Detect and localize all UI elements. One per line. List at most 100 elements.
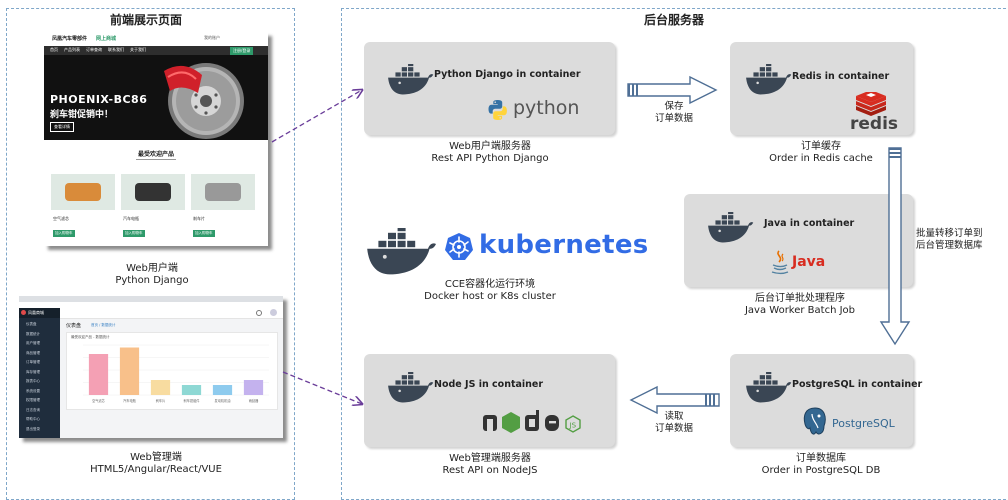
python-logo-icon [488,100,507,120]
site-nav-item[interactable]: 联系我们 [108,47,124,52]
nodejs-container-box: Node JS in container JS [364,354,615,447]
kubernetes-logo-text: kubernetes [479,230,649,260]
product-card[interactable]: 空气滤芯加入购物车 [51,174,115,246]
web-user-caption: Web用户端 Python Django [115,263,189,286]
nodejs-container-title: Node JS in container [434,379,544,390]
site-nav-item[interactable]: 关于我们 [130,47,146,52]
site-nav-item[interactable]: 首页 [50,47,58,52]
svg-text:JS: JS [569,422,577,430]
register-button[interactable]: 注册/登录 [230,47,254,55]
django-container-box: Python Django in container python [364,42,615,135]
product-image [191,174,255,210]
chart-bar [150,380,171,395]
redis-container-title: Redis in container [792,71,890,82]
admin-menu-item[interactable]: 库存管理 [26,369,40,374]
redis-logo-text: redis [850,114,899,134]
docker-icon [386,370,434,408]
admin-page-title: 仪表盘 [66,323,82,329]
site-name: 凤凰汽车零部件 [52,36,88,42]
hero-subtitle: 刹车钳促销中！ [50,110,114,120]
postgres-container-box: PostgreSQL in container PostgreSQL [730,354,922,447]
kubernetes-logo-icon [445,233,473,260]
product-card[interactable]: 刹车片加入购物车 [191,174,255,246]
site-nav-item[interactable]: 订单查询 [86,47,102,52]
admin-chart-card: 最受欢迎产品 - 数据统计 空气滤芯 汽车电瓶 刹车片 刹车钳组件 发动机机油 雨刮器 [66,332,278,410]
redis-logo-icon [856,92,886,116]
web-admin-caption: Web管理端 HTML5/Angular/React/VUE [90,452,222,475]
product-image [51,174,115,210]
chart-title: 最受欢迎产品 - 数据统计 [71,335,110,339]
nodejs-logo-icon: JS [483,410,581,433]
admin-menu-item[interactable]: 退出登录 [26,426,40,431]
chart-category-label: 发动机机油 [215,398,231,403]
chart-category-label: 刹车片 [156,398,166,403]
add-to-cart-button[interactable]: 加入购物车 [123,230,145,237]
admin-logo-icon [21,310,26,315]
chart-bar [88,354,109,395]
product-name: 汽车电瓶 [123,216,139,221]
admin-app-name: 凤凰商城 [28,310,44,315]
product-name: 空气滤芯 [53,216,69,221]
admin-menu-item[interactable]: 系统设置 [26,388,40,393]
admin-menu-item[interactable]: 报表中心 [26,379,40,383]
add-to-cart-button[interactable]: 加入购物车 [193,230,215,237]
read-arrow-label: 读取 订单数据 [654,411,693,434]
docker-icon [386,62,434,100]
docker-icon [744,370,792,408]
site-badge: 网上商城 [96,36,117,42]
admin-sidebar: 凤凰商城 仪表盘数据统计用户管理商品管理订单管理库存管理报表中心系统设置权限管理… [19,308,60,438]
django-caption: Web用户端服务器 Rest API Python Django [431,141,549,164]
admin-menu-item[interactable]: 订单管理 [26,360,40,364]
java-container-title: Java in container [764,218,855,229]
docker-icon [706,210,754,248]
admin-menu-item[interactable]: 商品管理 [26,350,40,355]
admin-search-icon[interactable] [256,310,262,316]
add-to-cart-button[interactable]: 加入购物车 [53,230,75,237]
section-heading: 最受欢迎产品 [137,151,174,158]
chart-category-label: 雨刮器 [249,398,259,403]
product-name: 刹车片 [193,216,205,221]
brake-disc-image [164,63,244,139]
hero-banner: PHOENIX-BC86 刹车钳促销中！ 查看详情 [44,55,268,140]
chart-category-label: 空气滤芯 [92,398,106,403]
web-admin-screenshot: 凤凰商城 仪表盘数据统计用户管理商品管理订单管理库存管理报表中心系统设置权限管理… [19,296,283,438]
cce-caption: CCE容器化运行环境 Docker host or K8s cluster [424,279,556,302]
admin-avatar[interactable] [270,309,277,316]
python-logo-text: python [513,97,580,119]
java-container-box: Java in container Java [684,194,913,287]
chart-bar [119,347,140,395]
admin-bar-chart: 空气滤芯 汽车电瓶 刹车片 刹车钳组件 发动机机油 雨刮器 [83,344,269,403]
account-link[interactable]: 我的账户 [204,35,220,40]
site-nav-item[interactable]: 产品列表 [64,47,80,52]
redis-container-box: Redis in container redis [730,42,913,135]
postgres-container-title: PostgreSQL in container [792,379,923,390]
postgresql-logo-icon [803,407,826,435]
admin-breadcrumb: 首页 / 数据统计 [91,323,116,327]
admin-menu-item[interactable]: 日志查询 [26,407,40,412]
docker-icon [744,62,792,100]
admin-menu-item[interactable]: 用户管理 [26,341,40,345]
admin-menu-item[interactable]: 权限管理 [26,398,40,402]
postgres-caption: 订单数据库 Order in PostgreSQL DB [761,453,881,476]
admin-menu-item[interactable]: 数据统计 [26,331,40,336]
save-arrow-label: 保存 订单数据 [654,101,693,124]
chart-bar [181,385,202,395]
chart-bar [243,380,264,395]
java-logo-text: Java [792,254,826,270]
chart-category-label: 汽车电瓶 [123,398,137,403]
chart-bar [212,385,233,395]
hero-button[interactable]: 查看详情 [50,122,74,132]
hero-title: PHOENIX-BC86 [50,93,148,106]
nodejs-caption: Web管理端服务器 Rest API on NodeJS [442,453,538,476]
frontend-title: 前端展示页面 [110,13,183,27]
redis-caption: 订单缓存 Order in Redis cache [769,141,873,164]
java-logo-icon [771,250,789,275]
backend-title: 后台服务器 [644,13,705,27]
chart-category-label: 刹车钳组件 [184,398,201,403]
admin-menu-item[interactable]: 仪表盘 [26,322,37,326]
django-container-title: Python Django in container [434,69,581,80]
java-caption: 后台订单批处理程序 Java Worker Batch Job [744,293,856,316]
product-card[interactable]: 汽车电瓶加入购物车 [121,174,185,246]
batch-arrow-label: 批量转移订单到 后台管理数据库 [916,228,983,251]
admin-menu-item[interactable]: 帮助中心 [26,417,40,421]
